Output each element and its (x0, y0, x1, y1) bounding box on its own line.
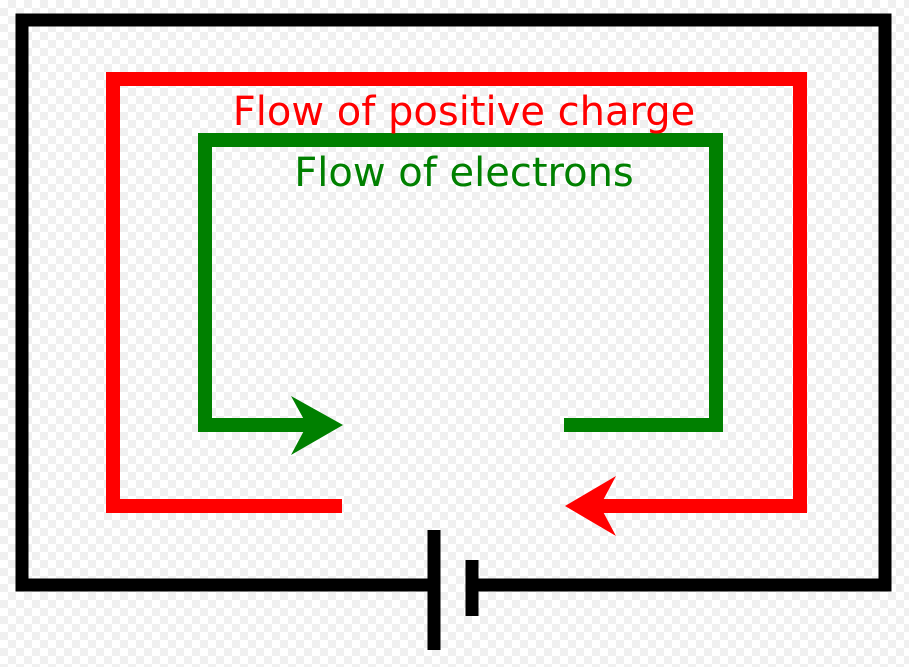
electron-flow-label: Flow of electrons (294, 150, 634, 196)
electron-path (198, 133, 723, 432)
electron-arrowhead (291, 396, 343, 455)
positive-charge-label: Flow of positive charge (233, 89, 696, 135)
positive-charge-path (106, 72, 807, 513)
positive-charge-arrowhead (565, 476, 616, 536)
circuit-wire (15, 13, 892, 592)
